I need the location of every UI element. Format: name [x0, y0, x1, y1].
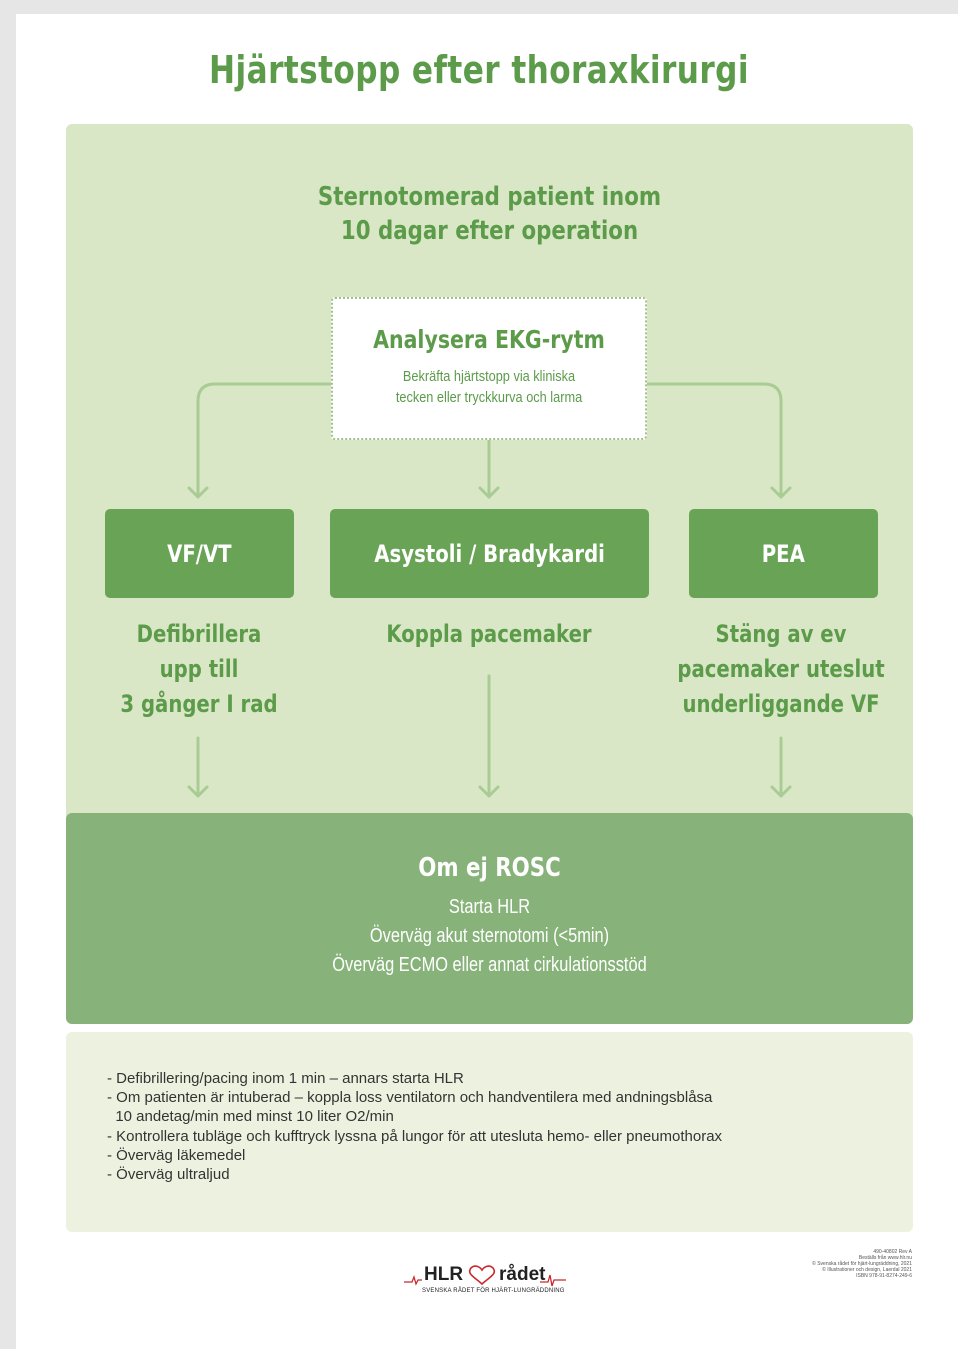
analyze-ekg-text-line-2: tecken eller tryckkurva och larma — [395, 389, 583, 406]
logo-word-left: HLR — [424, 1264, 464, 1285]
hlr-radet-logo: HLR rådet SVENSKA RÅDET FÖR HJÄRT-LUNGRÄ… — [400, 1260, 570, 1300]
patient-criteria-line-1: Sternotomerad patient inom — [317, 182, 662, 212]
action-pea-line-2: pacemaker uteslut — [677, 655, 885, 683]
imprint-line: ISBN 978-91-8274-249-6 — [856, 1273, 912, 1279]
note-item: - Kontrollera tubläge och kufftryck lyss… — [107, 1127, 723, 1145]
action-vfvt-line-3: 3 gånger I rad — [120, 690, 278, 718]
action-pea-line-1: Stäng av ev — [715, 620, 847, 648]
note-item: 10 andetag/min med minst 10 liter O2/min — [107, 1108, 394, 1126]
action-pea-line-3: underliggande VF — [682, 690, 880, 718]
note-item: - Om patienten är intuberad – koppla los… — [107, 1089, 713, 1107]
imprint-line: 490-40802 Rev A — [873, 1249, 912, 1255]
rosc-steps: Starta HLR Överväg akut sternotomi (<5mi… — [142, 893, 837, 980]
arrowhead-vfvt-rosc — [187, 785, 209, 798]
rhythm-box-vfvt: VF/VT — [105, 509, 294, 598]
note-item: - Överväg ultraljud — [107, 1166, 230, 1184]
action-pea: Stäng av ev pacemaker uteslut underligga… — [666, 617, 896, 722]
analyze-ekg-text-line-1: Bekräfta hjärtstopp via kliniska — [402, 368, 576, 385]
rhythm-box-asystoli: Asystoli / Bradykardi — [330, 509, 649, 598]
imprint-line: Beställs från www.hlr.nu — [858, 1255, 912, 1261]
rhythm-label-pea: PEA — [761, 539, 806, 568]
imprint-block: 490-40802 Rev A Beställs från www.hlr.nu… — [762, 1249, 912, 1279]
logo-tagline: SVENSKA RÅDET FÖR HJÄRT-LUNGRÄDDNING — [422, 1288, 565, 1294]
rosc-step-2: Överväg akut sternotomi (<5min) — [369, 925, 610, 947]
notes-list: - Defibrillering/pacing inom 1 min – ann… — [107, 1069, 722, 1184]
logo-word-right: rådet — [499, 1264, 546, 1285]
rosc-step-3: Överväg ECMO eller annat cirkulationsstö… — [332, 954, 647, 976]
arrowhead-asystoli-rosc — [478, 785, 500, 798]
notes-box: - Defibrillering/pacing inom 1 min – ann… — [66, 1032, 913, 1232]
connector-to-pea — [645, 382, 783, 499]
rhythm-label-vfvt: VF/VT — [167, 539, 232, 568]
action-asystoli-line-1: Koppla pacemaker — [386, 620, 592, 648]
rosc-step-1: Starta HLR — [448, 896, 531, 918]
page-title: Hjärtstopp efter thoraxkirurgi — [209, 48, 749, 92]
analyze-ekg-heading: Analysera EKG-rytm — [373, 325, 605, 354]
action-vfvt-line-1: Defibrillera — [136, 620, 262, 648]
action-vfvt: Defibrillera upp till 3 gånger I rad — [97, 617, 302, 722]
patient-criteria-line-2: 10 dagar efter operation — [340, 216, 639, 246]
rhythm-label-asystoli: Asystoli / Bradykardi — [374, 539, 605, 568]
imprint-line: © Svenska rådet för hjärt-lungräddning, … — [812, 1261, 912, 1267]
note-item: - Defibrillering/pacing inom 1 min – ann… — [107, 1070, 464, 1087]
rosc-box: Om ej ROSC Starta HLR Överväg akut stern… — [66, 813, 913, 1024]
arrowhead-asystoli — [478, 486, 500, 499]
analyze-ekg-text: Bekräfta hjärtstopp via kliniska tecken … — [356, 366, 621, 408]
connector-to-vfvt — [196, 382, 333, 499]
note-item: - Överväg läkemedel — [107, 1146, 246, 1164]
imprint-line: © Illustrationer och design, Laerdal 202… — [822, 1267, 912, 1273]
patient-criteria: Sternotomerad patient inom 10 dagar efte… — [142, 180, 837, 248]
arrowhead-pea-rosc — [770, 785, 792, 798]
rosc-heading: Om ej ROSC — [418, 853, 561, 883]
arrowhead-pea — [770, 486, 792, 499]
analyze-ekg-box: Analysera EKG-rytm Bekräfta hjärtstopp v… — [331, 297, 647, 440]
action-vfvt-line-2: upp till — [159, 655, 239, 683]
ecg-heart-icon — [404, 1265, 566, 1287]
action-asystoli: Koppla pacemaker — [366, 617, 612, 652]
rhythm-box-pea: PEA — [689, 509, 878, 598]
arrowhead-vfvt — [187, 486, 209, 499]
